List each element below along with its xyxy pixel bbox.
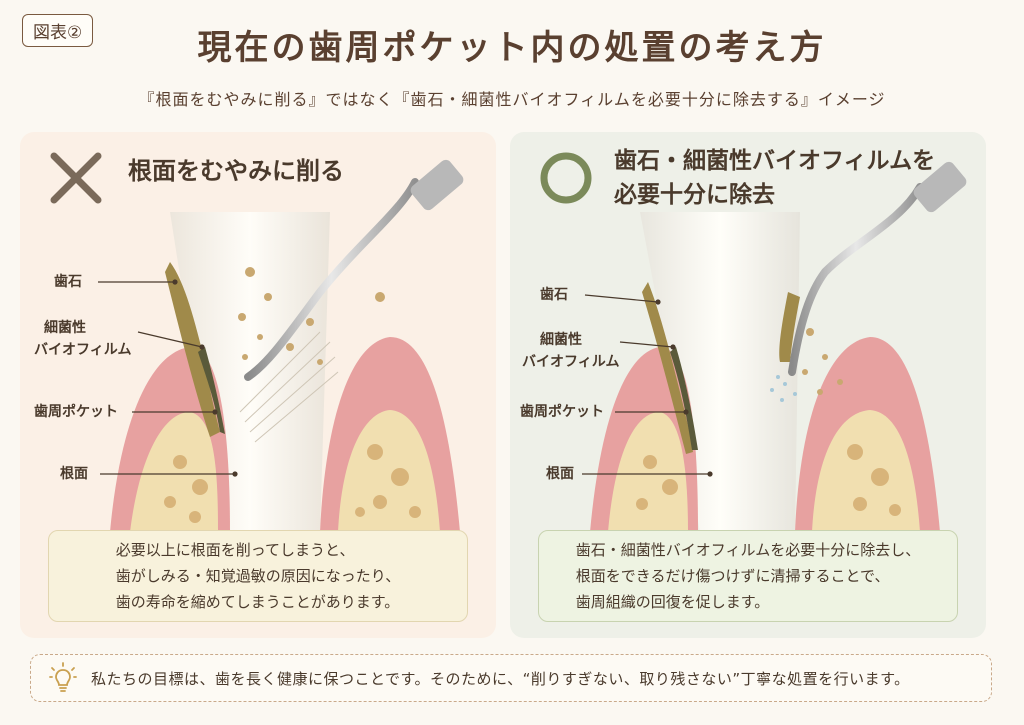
page-subtitle: 『根面をむやみに削る』ではなく『歯石・細菌性バイオフィルムを必要十分に除去する』… (138, 90, 886, 109)
right-heading-line-2: 必要十分に除去 (614, 182, 775, 208)
label-biofilm-1-right: 細菌性 (540, 332, 582, 348)
left-note: 必要以上に根面を削ってしまうと、 歯がしみる・知覚過敏の原因になったり、 歯の寿… (48, 530, 468, 622)
label-pocket-right: 歯周ポケット (520, 404, 604, 420)
label-root-right: 根面 (546, 466, 574, 482)
right-note: 歯石・細菌性バイオフィルムを必要十分に除去し、 根面をできるだけ傷つけずに清掃す… (538, 530, 958, 622)
left-illustration (98, 159, 464, 532)
label-calculus-right: 歯石 (540, 287, 568, 303)
label-pocket: 歯周ポケット (34, 404, 118, 420)
right-note-line-1: 歯石・細菌性バイオフィルムを必要十分に除去し、 (575, 541, 921, 559)
left-note-line-3: 歯の寿命を縮めてしまうことがあります。 (115, 593, 400, 611)
circle-mark-icon (540, 152, 592, 204)
figure-tag: 図表② (22, 14, 94, 47)
left-panel: 根面をむやみに削る 歯石 細菌性 バイオフィルム 歯周ポケット 根面 必要以上に… (20, 132, 496, 638)
x-mark-icon (50, 152, 102, 204)
right-illustration (582, 161, 967, 532)
right-note-line-2: 根面をできるだけ傷つけずに清掃することで、 (575, 567, 890, 585)
left-heading: 根面をむやみに削る (128, 157, 344, 185)
page-title: 現在の歯周ポケット内の処置の考え方 (197, 28, 827, 68)
label-biofilm-1: 細菌性 (44, 320, 86, 336)
right-panel: 歯石・細菌性バイオフィルムを 必要十分に除去 歯石 細菌性 バイオフィルム 歯周… (510, 132, 986, 638)
footer-note: 私たちの目標は、歯を長く健康に保つことです。そのために、“削りすぎない、取り残さ… (30, 654, 992, 702)
right-heading-line-1: 歯石・細菌性バイオフィルムを (614, 148, 936, 174)
label-biofilm-2: バイオフィルム (34, 342, 132, 358)
left-note-line-1: 必要以上に根面を削ってしまうと、 (115, 541, 355, 559)
footer-text: 私たちの目標は、歯を長く健康に保つことです。そのために、“削りすぎない、取り残さ… (91, 669, 910, 688)
label-root: 根面 (60, 466, 88, 482)
label-biofilm-2-right: バイオフィルム (522, 354, 620, 370)
label-calculus: 歯石 (54, 274, 82, 290)
right-note-line-3: 歯周組織の回復を促します。 (575, 593, 770, 611)
lightbulb-icon (49, 662, 77, 692)
left-note-line-2: 歯がしみる・知覚過敏の原因になったり、 (115, 567, 401, 585)
right-heading: 歯石・細菌性バイオフィルムを 必要十分に除去 (614, 144, 935, 212)
